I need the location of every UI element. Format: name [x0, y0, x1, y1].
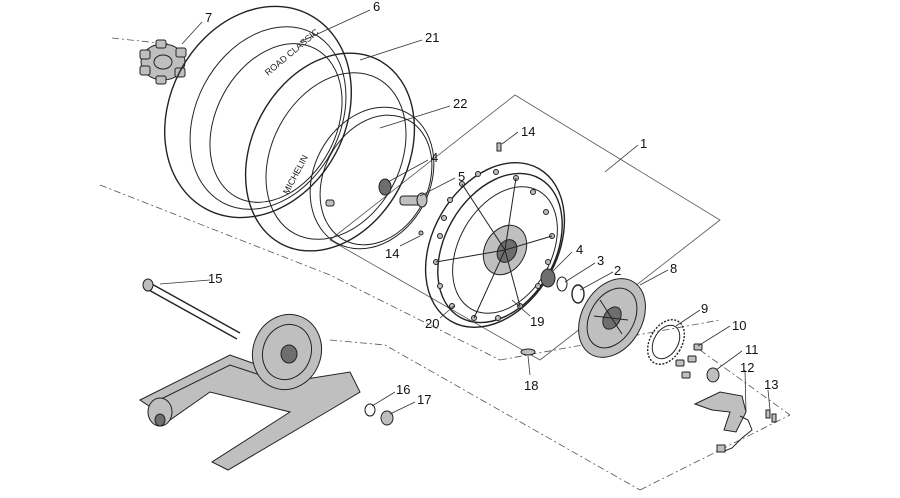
tyre-lettering: ROAD CLASSIC — [263, 26, 321, 77]
callout-labels: 7 6 21 22 14 1 4 5 14 4 3 2 8 15 20 19 9… — [205, 0, 778, 407]
swingarm — [139, 313, 361, 471]
callout-2: 2 — [614, 263, 621, 278]
axle-washer — [364, 403, 376, 417]
sensor-screws — [765, 409, 777, 423]
callout-8: 8 — [670, 261, 677, 276]
axle-spacer — [706, 367, 720, 383]
caliper-bracket — [693, 391, 753, 453]
assembly-reference-lines — [99, 37, 791, 491]
callout-5: 5 — [458, 169, 465, 184]
callout-6: 6 — [373, 0, 380, 14]
wheel-bearing — [540, 268, 556, 288]
callout-10: 10 — [732, 318, 746, 333]
callout-14-upper: 14 — [521, 124, 535, 139]
callout-14-lower: 14 — [385, 246, 399, 261]
callout-21: 21 — [425, 30, 439, 45]
bearing-spacer — [556, 276, 568, 292]
cush-drive-rubbers — [139, 39, 187, 85]
axle-spacer-and-bearing — [378, 178, 428, 208]
rear-tyre: ROAD CLASSIC — [164, 5, 352, 219]
valve-stem — [496, 142, 502, 152]
callout-7: 7 — [205, 10, 212, 25]
valve-cap — [418, 230, 424, 236]
callout-20: 20 — [425, 316, 439, 331]
rear-axle — [142, 278, 241, 340]
callout-4-lower: 4 — [576, 242, 583, 257]
leader-lines — [159, 9, 771, 415]
callout-22: 22 — [453, 96, 467, 111]
wheel-assembly-frame — [329, 94, 721, 361]
callout-19: 19 — [530, 314, 544, 329]
rim-spoke-holes — [433, 169, 555, 321]
disc-bolts — [675, 343, 703, 379]
callout-15: 15 — [208, 271, 222, 286]
brake-disc — [578, 278, 646, 358]
callout-18: 18 — [524, 378, 538, 393]
circlip — [571, 284, 585, 304]
callout-17: 17 — [417, 392, 431, 407]
callout-13: 13 — [764, 377, 778, 392]
callout-11: 11 — [745, 342, 759, 357]
callout-4-upper: 4 — [431, 150, 438, 165]
callout-9: 9 — [701, 301, 708, 316]
callout-1: 1 — [640, 136, 647, 151]
axle-nut — [380, 410, 394, 426]
rim-tape — [309, 106, 435, 250]
abs-tone-ring — [646, 319, 686, 365]
wheel-spokes — [435, 177, 553, 319]
callout-3: 3 — [597, 253, 604, 268]
callout-16: 16 — [396, 382, 410, 397]
callout-12: 12 — [740, 360, 754, 375]
clip — [520, 348, 536, 356]
